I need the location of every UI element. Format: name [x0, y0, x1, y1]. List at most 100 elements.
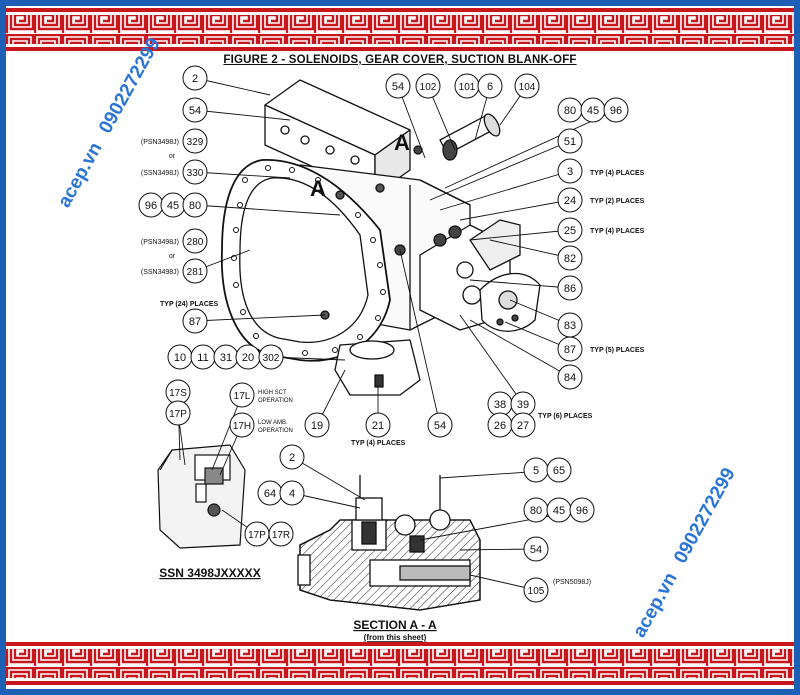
callout-circle: [510, 412, 536, 438]
callout-number: 330: [187, 168, 204, 179]
callout-number: 83: [564, 320, 576, 332]
leader-line-87: [194, 314, 326, 322]
callout-54: 54: [427, 412, 453, 438]
callout-number: 104: [519, 82, 536, 93]
callout-number: 54: [530, 544, 542, 556]
callout-19: 19: [304, 412, 330, 438]
callout-83: 83: [557, 312, 583, 338]
callout-38: 38: [487, 391, 513, 417]
callout-2: 2: [279, 444, 305, 470]
leader-line-25: [469, 229, 571, 241]
callout-number: 45: [167, 200, 179, 212]
callout-11: 11: [190, 344, 216, 370]
note-typ2: TYP (2) PLACES: [590, 198, 645, 205]
callout-circle: [557, 245, 583, 271]
callout-17R: 17R: [268, 521, 294, 547]
callout-circle: [365, 412, 391, 438]
callout-39: 39: [510, 391, 536, 417]
leader-line-17L: [211, 394, 243, 471]
callout-number: 280: [187, 237, 204, 248]
leader-line-84: [469, 319, 571, 378]
callout-number: 54: [434, 420, 446, 432]
leader-line-24: [459, 199, 571, 221]
callout-circle: [514, 73, 540, 99]
callout-3: 3: [557, 158, 583, 184]
note-fromsheet: (from this sheet): [364, 633, 427, 642]
callout-20: 20: [235, 344, 261, 370]
callout-number: 21: [372, 420, 384, 432]
callout-circle: [557, 364, 583, 390]
callout-number: 2: [192, 73, 198, 85]
callout-number: 45: [587, 105, 599, 117]
leader-lines: [177, 77, 617, 591]
leader-line-3: [439, 170, 571, 211]
note-or1: or: [169, 153, 176, 160]
callout-number: 80: [564, 105, 576, 117]
callout-6: 6: [477, 73, 503, 99]
callout-number: 64: [264, 488, 276, 500]
callout-circle: [182, 228, 208, 254]
top-decorative-band: [6, 6, 794, 56]
leader-line-2: [194, 77, 271, 96]
callout-number: 20: [242, 352, 254, 364]
note-high2: OPERATION: [258, 398, 293, 404]
leader-line-2: [291, 456, 366, 501]
callout-number: 10: [174, 352, 186, 364]
callout-circle: [182, 128, 208, 154]
callout-number: 17P: [248, 530, 266, 541]
callout-281: 281: [182, 258, 208, 284]
callout-circle: [182, 97, 208, 123]
callout-number: 17S: [169, 388, 187, 399]
callout-circle: [165, 400, 191, 426]
note-psn329: (PSN3498J): [141, 139, 179, 146]
ssn-inset-drawing: [157, 444, 246, 549]
note-typ5: TYP (5) PLACES: [590, 347, 645, 354]
callout-circle: [523, 577, 549, 603]
callout-45: 45: [160, 192, 186, 218]
leader-line-82: [489, 239, 571, 259]
leader-line-54: [399, 249, 441, 426]
callout-96: 96: [569, 497, 595, 523]
callout-5: 5: [523, 457, 549, 483]
callout-number: 54: [392, 81, 404, 93]
callout-87: 87: [182, 308, 208, 334]
callout-number: 329: [187, 137, 204, 148]
callout-24: 24: [557, 187, 583, 213]
note-a2: A: [310, 176, 326, 201]
callout-number: 39: [517, 399, 529, 411]
leader-line-54: [459, 548, 537, 551]
callout-54: 54: [385, 73, 411, 99]
callout-number: 87: [189, 316, 201, 328]
callout-number: 24: [564, 195, 576, 207]
callout-number: 51: [564, 136, 576, 148]
callout-10: 10: [167, 344, 193, 370]
callout-circle: [557, 336, 583, 362]
callout-86: 86: [557, 275, 583, 301]
callout-number: 5: [533, 465, 539, 477]
callout-number: 17L: [234, 391, 251, 402]
drawing-sheet: FIGURE 2 - SOLENOIDS, GEAR COVER, SUCTIO…: [6, 6, 794, 689]
callout-circle: [546, 457, 572, 483]
callout-number: 105: [528, 586, 545, 597]
callout-27: 27: [510, 412, 536, 438]
callout-54: 54: [523, 536, 549, 562]
callout-circle: [569, 497, 595, 523]
callout-17P: 17P: [165, 400, 191, 426]
callout-circle: [182, 308, 208, 334]
callout-circle: [258, 344, 284, 370]
note-low2: OPERATION: [258, 428, 293, 434]
callout-circle: [229, 412, 255, 438]
callout-number: 82: [564, 253, 576, 265]
callout-number: 54: [189, 105, 201, 117]
callout-number: 80: [189, 200, 201, 212]
callout-329: 329: [182, 128, 208, 154]
note-ssn281: (SSN3498J): [141, 269, 179, 276]
callout-number: 19: [311, 420, 323, 432]
compressor-drawing: [220, 79, 541, 396]
callout-64: 64: [257, 480, 283, 506]
callout-circle: [557, 275, 583, 301]
callout-circle: [523, 536, 549, 562]
note-typ24: TYP (24) PLACES: [160, 301, 219, 308]
note-section: SECTION A - A: [353, 618, 437, 632]
